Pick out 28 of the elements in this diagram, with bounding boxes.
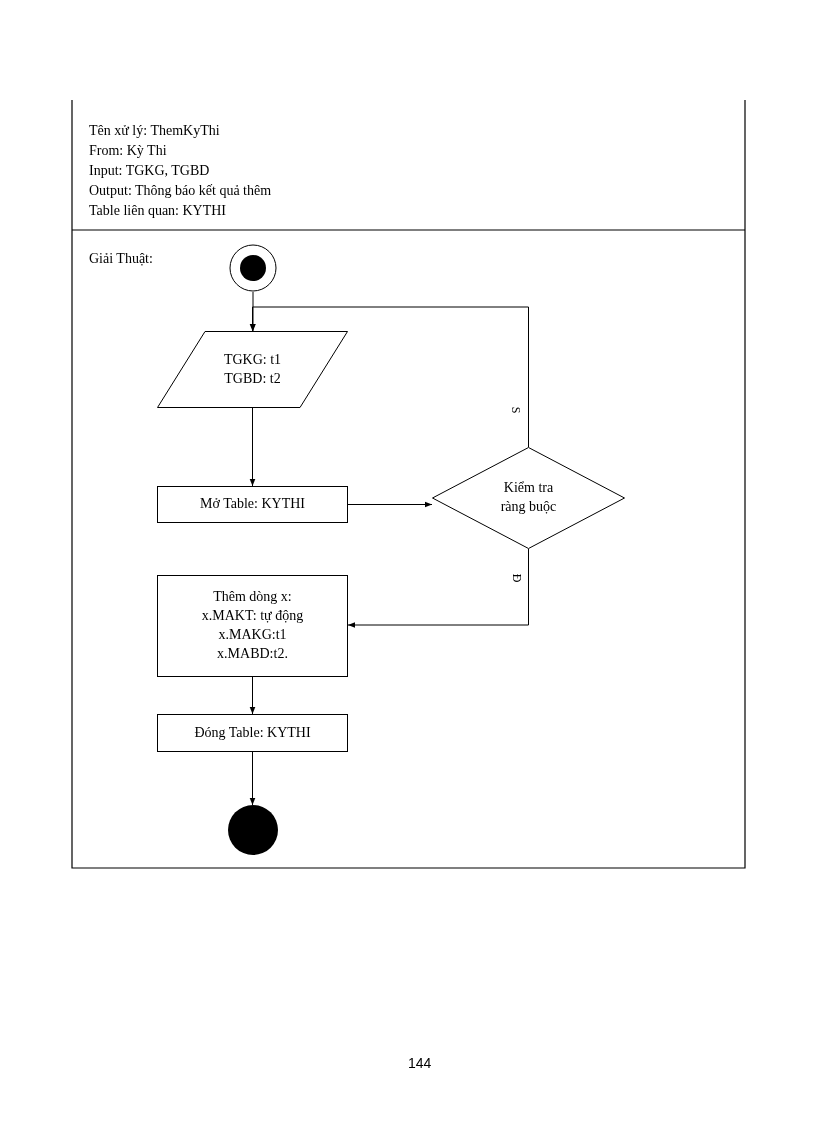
node-text: Đóng Table: KYTHI bbox=[194, 723, 311, 742]
edge-label: Đ bbox=[511, 573, 524, 583]
arrow bbox=[249, 676, 256, 715]
arrow bbox=[249, 751, 256, 806]
end-node bbox=[228, 805, 278, 855]
node-text: Kiểm tra ràng buộc bbox=[499, 479, 558, 516]
arrow bbox=[250, 291, 256, 332]
node-text: Mở Table: KYTHI bbox=[200, 495, 305, 514]
process-box bbox=[157, 486, 348, 523]
info-line: Input: TGKG, TGBD bbox=[89, 162, 210, 180]
page-number: 144 bbox=[408, 1054, 432, 1072]
info-line: Tên xử lý: ThemKyThi bbox=[89, 122, 220, 140]
node-text: Thêm dòng x: x.MAKT: tự động x.MAKG:t1 x.MABD:t2. bbox=[200, 588, 305, 663]
edge-label: S bbox=[510, 406, 523, 414]
info-line: Output: Thông báo kết quả thêm bbox=[89, 182, 272, 200]
info-line: From: Kỳ Thi bbox=[89, 142, 167, 160]
arrow bbox=[249, 306, 529, 448]
arrow bbox=[347, 501, 433, 508]
decision-diamond bbox=[432, 447, 625, 549]
arrow bbox=[249, 407, 256, 487]
node-text: TGKG: t1 TGBD: t2 bbox=[222, 350, 283, 388]
section-heading: Giải Thuật: bbox=[89, 250, 153, 268]
process-box bbox=[157, 714, 348, 752]
arrow bbox=[347, 548, 529, 628]
input-parallelogram bbox=[157, 331, 348, 408]
start-node bbox=[229, 244, 277, 292]
info-line: Table liên quan: KYTHI bbox=[89, 202, 227, 220]
process-box bbox=[157, 575, 348, 677]
